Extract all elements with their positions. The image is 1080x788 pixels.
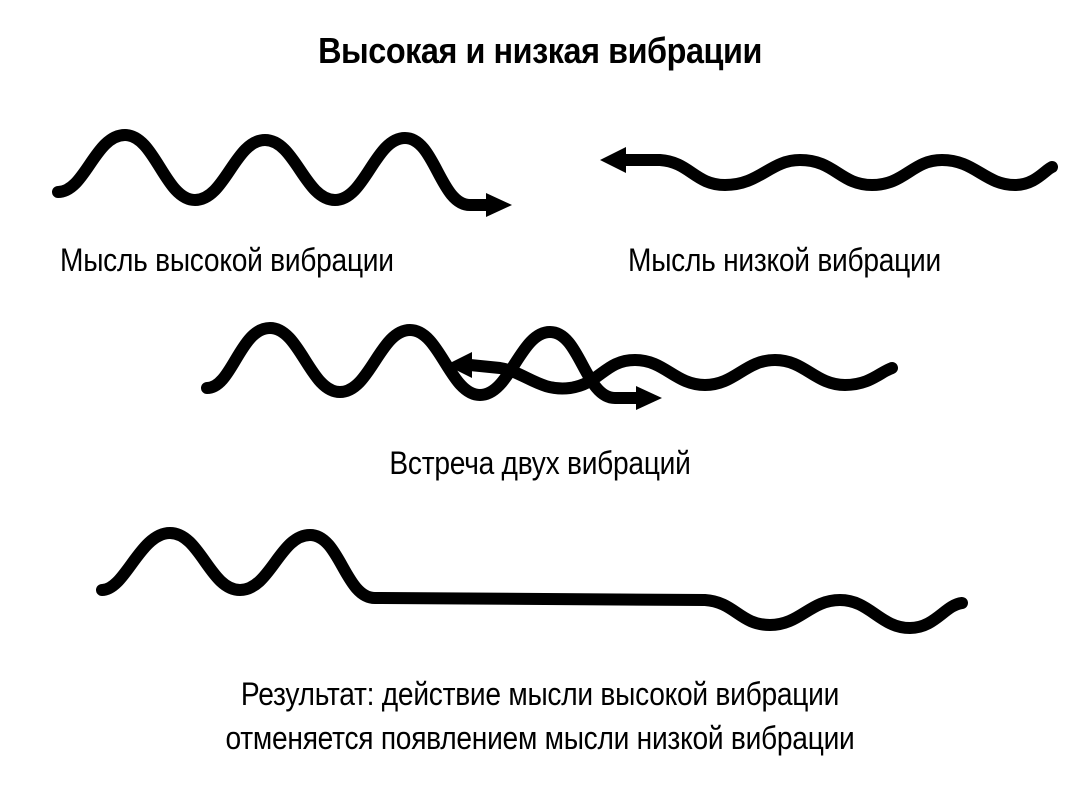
meeting-low-wave (464, 354, 898, 395)
result-wave (96, 527, 968, 634)
caption-meeting: Встреча двух вибраций (389, 445, 691, 481)
low-vibration-wave (616, 154, 1058, 191)
meeting-high-arrow-icon (636, 386, 662, 410)
caption-high-vibration: Мысль высокой вибрации (60, 242, 394, 278)
caption-result-line-2: отменяется появлением мысли низкой вибра… (225, 720, 855, 756)
caption-result: Результат: действие мысли высокой вибрац… (65, 672, 1015, 760)
meeting-low-arrow-icon (446, 352, 472, 378)
high-vibration-wave (52, 129, 496, 211)
caption-result-line-1: Результат: действие мысли высокой вибрац… (240, 676, 840, 712)
diagram-title: Высокая и низкая вибрации (318, 30, 762, 71)
high-vibration-arrow-icon (486, 193, 512, 217)
caption-low-vibration: Мысль низкой вибрации (628, 242, 941, 278)
low-vibration-arrow-icon (600, 147, 626, 173)
meeting-high-wave (201, 322, 646, 404)
